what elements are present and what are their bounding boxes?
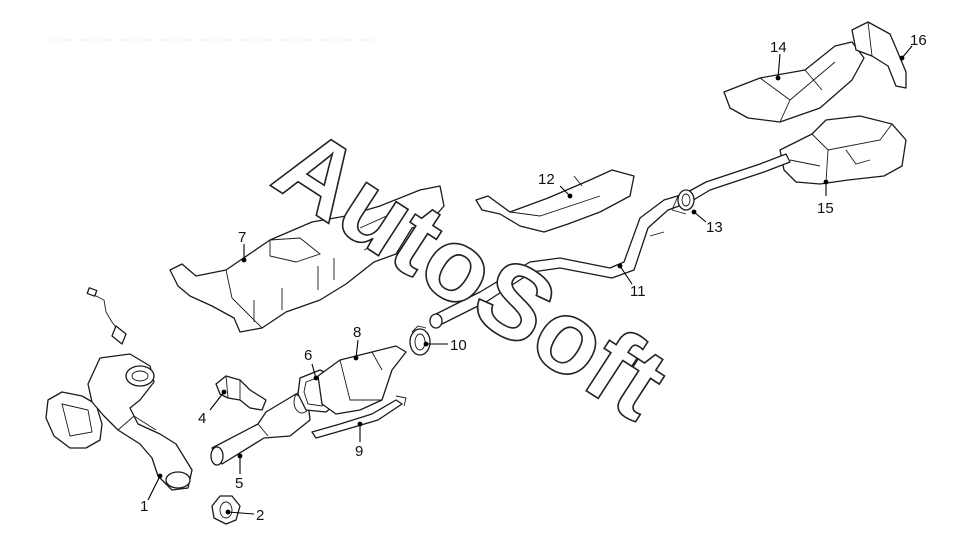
callout-15[interactable]: 15	[817, 200, 834, 217]
pipe-9[interactable]	[311, 395, 407, 439]
rear-silencer-15[interactable]	[779, 115, 907, 185]
callout-16[interactable]: 16	[910, 32, 927, 49]
callout-10[interactable]: 10	[450, 337, 467, 354]
bracket-16[interactable]	[851, 21, 907, 89]
clamp-13[interactable]	[671, 189, 695, 215]
callout-2[interactable]: 2	[256, 507, 264, 524]
callout-9[interactable]: 9	[355, 443, 363, 460]
callout-5[interactable]: 5	[235, 475, 243, 492]
callout-13[interactable]: 13	[706, 219, 723, 236]
catalytic-converter-1[interactable]	[45, 353, 193, 491]
callout-6[interactable]: 6	[304, 347, 312, 364]
clamp-2[interactable]	[211, 495, 241, 525]
callout-1[interactable]: 1	[140, 498, 148, 515]
callout-7[interactable]: 7	[238, 229, 246, 246]
heat-shield-7[interactable]	[169, 185, 445, 333]
callout-4[interactable]: 4	[198, 410, 206, 427]
oxygen-sensor[interactable]	[86, 287, 127, 345]
bracket-4[interactable]	[215, 375, 267, 411]
callout-12[interactable]: 12	[538, 171, 555, 188]
intermediate-pipe-11[interactable]	[429, 153, 791, 329]
callout-11[interactable]: 11	[630, 283, 646, 300]
heat-shield-14[interactable]	[723, 41, 865, 123]
clamp-10[interactable]	[409, 325, 431, 356]
particulate-filter-8[interactable]	[317, 345, 407, 415]
callout-8[interactable]: 8	[353, 324, 361, 341]
callout-leaders	[147, 45, 913, 515]
callout-14[interactable]: 14	[770, 39, 787, 56]
converter-pipe-5[interactable]	[210, 390, 311, 466]
heat-shield-12[interactable]	[475, 169, 635, 233]
